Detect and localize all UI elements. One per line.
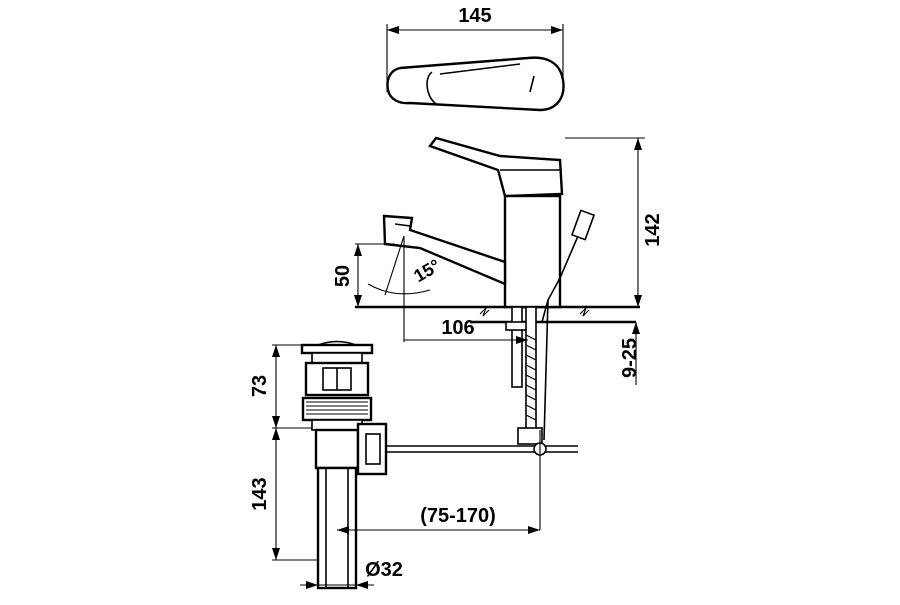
reach-arrow [516, 336, 528, 344]
dim-spout-angle: 15° [410, 255, 444, 286]
dim-waste-lower: 143 [249, 428, 318, 561]
dim-waste-diameter: Ø32 [300, 559, 403, 589]
hose-connector [517, 427, 543, 445]
waste-body [314, 428, 360, 470]
dim-top-width: 145 [458, 5, 491, 27]
hose-braid [525, 334, 537, 421]
faucet-spout [382, 214, 507, 286]
waste-collar [311, 419, 363, 431]
dim-waste-distance: (75-170) [420, 505, 496, 527]
faucet-body [503, 194, 562, 309]
dim-height-total: 142 [642, 213, 664, 246]
spout-aerator [394, 223, 411, 227]
handle-top-inner-curve [426, 71, 437, 105]
diameter-arrow-left [306, 581, 318, 589]
popup-rod [541, 221, 585, 323]
faucet-side-view [355, 136, 640, 445]
waste-cap [317, 340, 357, 346]
spout-h-arrow-bottom [354, 295, 362, 307]
dim-waste-lower: 143 [249, 477, 271, 510]
waste-flange [300, 343, 374, 355]
fixing-nut [505, 321, 529, 331]
deck-arrow [632, 322, 640, 334]
spout-h-arrow-top [354, 244, 362, 256]
popup-waste [300, 340, 578, 590]
popup-rod-lower [543, 299, 549, 441]
popup-knob [570, 209, 596, 241]
arrow-right [551, 26, 563, 34]
diameter-arrow-right [356, 581, 368, 589]
waste-upper-arrow-bottom [272, 416, 280, 428]
waste-tailpipe [316, 466, 358, 590]
faucet-handle [428, 136, 564, 198]
dim-deck-thickness: 9-25 [619, 338, 641, 378]
deck-break-right [579, 307, 590, 317]
handle-top-ridge [439, 63, 521, 75]
waste-lower-arrow-bottom [272, 548, 280, 560]
angle-arc [367, 283, 431, 295]
waste-nut [301, 396, 373, 422]
dim-waste-upper: 73 [249, 375, 271, 397]
waste-lower-arrow-top [272, 428, 280, 440]
dim-spout-reach: 106 [441, 317, 474, 339]
deck-break-left [479, 307, 490, 317]
fixing-stud [511, 306, 523, 388]
dim-height: 142 [565, 137, 664, 307]
handle-top-outline [386, 56, 565, 112]
dim-waste-diameter: Ø32 [365, 559, 403, 581]
height-arrow-bottom [634, 295, 642, 307]
distance-arrow-right [528, 526, 540, 534]
top-view: 145 [386, 5, 565, 112]
waste-neck [311, 352, 363, 364]
waste-thread [306, 401, 368, 415]
dim-spout-height: 50 [332, 243, 395, 307]
dim-waste-upper: 73 [249, 344, 312, 429]
waste-upper-arrow-top [272, 345, 280, 357]
angle-ray [384, 235, 405, 296]
height-arrow-top [634, 138, 642, 150]
waste-side-port [365, 433, 381, 465]
arrow-left [387, 26, 399, 34]
dim-waste-distance: (75-170) [337, 505, 540, 534]
dim-deck: 9-25 [619, 322, 641, 385]
distance-arrow-left [337, 526, 349, 534]
dim-reach: 106 [404, 317, 528, 344]
handle-top-mark [529, 75, 535, 93]
dim-spout-height: 50 [332, 265, 354, 287]
